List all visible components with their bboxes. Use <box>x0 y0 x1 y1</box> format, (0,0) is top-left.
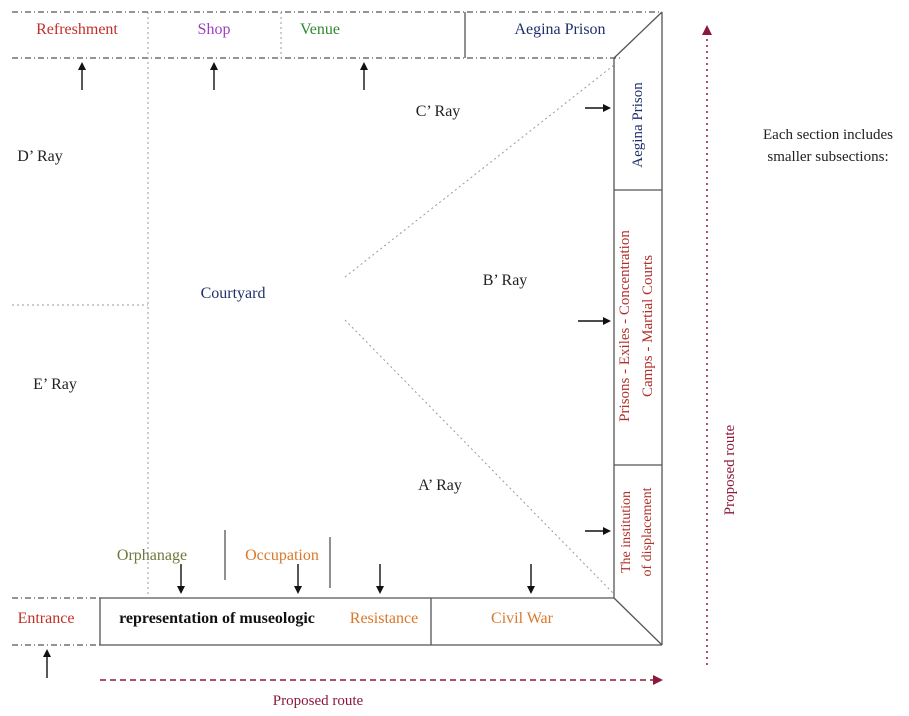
ray-b-label: B’ Ray <box>483 272 528 289</box>
ray-e-label: E’ Ray <box>33 376 77 393</box>
dotted-partitions <box>12 12 615 598</box>
resistance-label: Resistance <box>350 610 418 627</box>
prisons-label-line2: Camps - Martial Courts <box>640 255 656 397</box>
refreshment-label: Refreshment <box>36 21 118 38</box>
ray-c-label: C’ Ray <box>416 103 461 120</box>
shop-label: Shop <box>198 21 231 38</box>
institution-label-line2: of displacement <box>640 487 655 576</box>
venue-label: Venue <box>300 21 340 38</box>
ray-a-label: A’ Ray <box>418 477 462 494</box>
representation-label: representation of museologic <box>119 610 315 627</box>
building-outline <box>12 11 663 646</box>
route-label-bottom: Proposed route <box>273 693 364 709</box>
aegina-prison-side-label: Aegina Prison <box>630 82 646 168</box>
aegina-prison-top-label: Aegina Prison <box>514 21 605 38</box>
side-note-line1: Each section includes <box>763 127 893 143</box>
ray-d-label: D’ Ray <box>17 148 62 165</box>
entrance-label: Entrance <box>18 610 75 627</box>
top-entry-arrows <box>78 62 368 90</box>
courtyard-label: Courtyard <box>201 285 266 302</box>
orphanage-label: Orphanage <box>117 547 187 564</box>
institution-label-line1: The institution <box>619 491 634 573</box>
occupation-label: Occupation <box>245 547 319 564</box>
bottom-section-arrows <box>177 564 535 594</box>
side-note-line2: smaller subsections: <box>767 149 888 165</box>
civil-war-label: Civil War <box>491 610 554 627</box>
route-label-right: Proposed route <box>722 424 738 515</box>
prisons-label-line1: Prisons - Exiles - Concentration <box>617 230 633 422</box>
side-entry-arrows <box>578 104 611 535</box>
